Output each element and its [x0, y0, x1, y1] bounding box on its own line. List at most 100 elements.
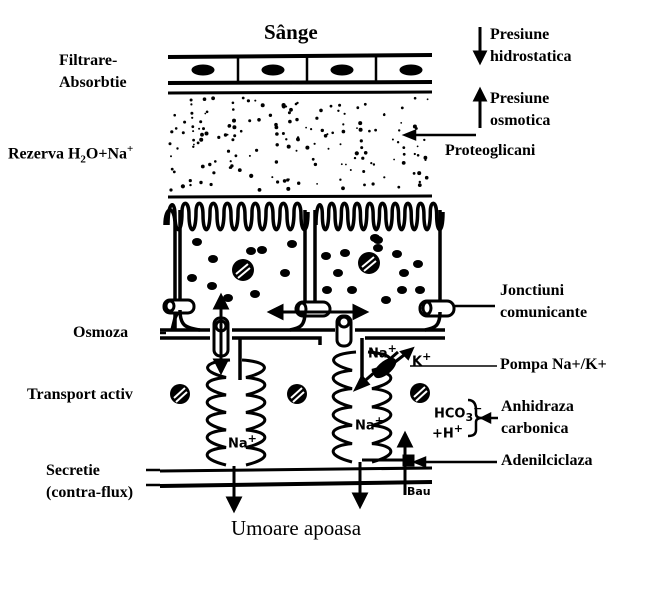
label-secretie-line1: Secretie [46, 462, 100, 479]
stroma-dot [363, 102, 367, 106]
stroma-dot [341, 129, 346, 134]
stroma-dot [231, 101, 235, 105]
stroma-dot [214, 160, 217, 163]
stroma-dot [211, 96, 216, 101]
label-secretie-line2: (contra-flux) [46, 484, 134, 501]
label-filtrare-line1: Filtrare- [59, 52, 118, 69]
stroma-dot [193, 143, 195, 146]
cytoplasmic-granules [187, 234, 425, 304]
stroma-dot [190, 111, 194, 115]
stroma-dot [257, 118, 261, 122]
stroma-dot [275, 132, 279, 136]
stroma-dot [329, 104, 333, 108]
stroma-dot [354, 151, 359, 156]
stroma-dot [192, 145, 195, 148]
stroma-dot [183, 120, 187, 124]
stroma-dot [276, 180, 280, 184]
label-jonctiuni: Jonctiuni comunicante [500, 280, 587, 324]
stroma-dot [200, 132, 204, 137]
capillary-endothelium [167, 53, 433, 95]
stroma-dot [326, 133, 329, 136]
endothelial-nucleus [191, 64, 215, 76]
na-right-sup: + [374, 414, 384, 427]
stroma-dot [319, 108, 323, 113]
stroma-dot [342, 123, 345, 126]
stroma-dot [181, 131, 185, 135]
stroma-dot [416, 145, 419, 148]
stroma-dot [189, 98, 193, 102]
stroma-dot [281, 132, 285, 135]
stroma-dot [249, 173, 254, 178]
label-hco3: HCO3− [434, 398, 482, 429]
nucleus-right-cell [358, 252, 380, 274]
stroma-dot [323, 134, 328, 138]
stroma-dot [353, 156, 357, 160]
stroma-dot [413, 96, 417, 100]
stroma-dot [360, 146, 364, 150]
stroma-dot [313, 162, 318, 167]
microvilli-row [166, 201, 310, 232]
stroma-dot [341, 186, 345, 191]
stroma-dot [248, 154, 251, 157]
nucleus-transport [170, 384, 190, 404]
stroma-dot [191, 116, 194, 119]
fold-right [241, 358, 267, 467]
gap-junctions [162, 298, 456, 358]
stroma-dot [338, 103, 342, 107]
stroma-dot [356, 106, 360, 110]
stroma-dot [239, 129, 243, 133]
stroma-dot [296, 138, 300, 142]
stroma-dot [287, 178, 290, 181]
stroma-dot [209, 182, 213, 187]
na-left-text: Na [228, 436, 248, 452]
stroma-dot [170, 155, 172, 158]
stroma-dot [320, 128, 324, 133]
stroma-dot [229, 160, 232, 163]
stroma-dot [237, 168, 242, 173]
na-k-pump-arrows [352, 346, 415, 392]
stroma-dot [361, 156, 365, 160]
na-left-sup: + [247, 432, 257, 445]
stroma-dot [227, 124, 231, 128]
granule [287, 240, 297, 248]
stroma-dot [174, 127, 178, 130]
stroma-dot [254, 99, 257, 102]
stroma-dot [170, 167, 174, 171]
stroma-dot [268, 113, 273, 118]
stroma-dot [359, 139, 363, 143]
label-filtrare-line2: Absorbtie [59, 74, 127, 91]
stroma-dot [295, 117, 299, 122]
label-presiune-o-line2: osmotica [490, 112, 551, 129]
stroma-dot [311, 157, 315, 161]
stroma-dot [226, 133, 229, 136]
granule [347, 286, 357, 294]
interstitial-nuclei [170, 383, 430, 404]
stroma-dot [358, 121, 363, 126]
stroma-dot [368, 129, 371, 133]
stroma-dot [192, 130, 195, 133]
stroma-dot [192, 138, 196, 142]
fold-left [331, 350, 357, 464]
label-na-right: Na+ [355, 410, 384, 437]
stroma-dot [295, 149, 298, 152]
stroma-dot [398, 129, 401, 132]
granule [223, 294, 233, 302]
stroma-dot [418, 180, 421, 184]
stroma-dot [232, 125, 237, 130]
stroma-dot [198, 127, 201, 130]
stroma-dot [327, 147, 330, 150]
stroma-dot [310, 128, 313, 131]
endothelial-nucleus [399, 64, 423, 76]
stroma-dot [339, 178, 342, 181]
stroma-dot [199, 137, 204, 142]
k-text: K [412, 354, 423, 370]
stroma-dot [286, 186, 291, 191]
endothelial-nucleus [261, 64, 285, 76]
stroma-dot [362, 170, 366, 173]
stroma-dot [285, 138, 288, 141]
granule [340, 249, 350, 257]
label-anhidraza: Anhidraza carbonica [501, 396, 574, 440]
stroma-dot [393, 158, 395, 161]
granule [413, 260, 423, 268]
stroma-dot [340, 163, 343, 166]
